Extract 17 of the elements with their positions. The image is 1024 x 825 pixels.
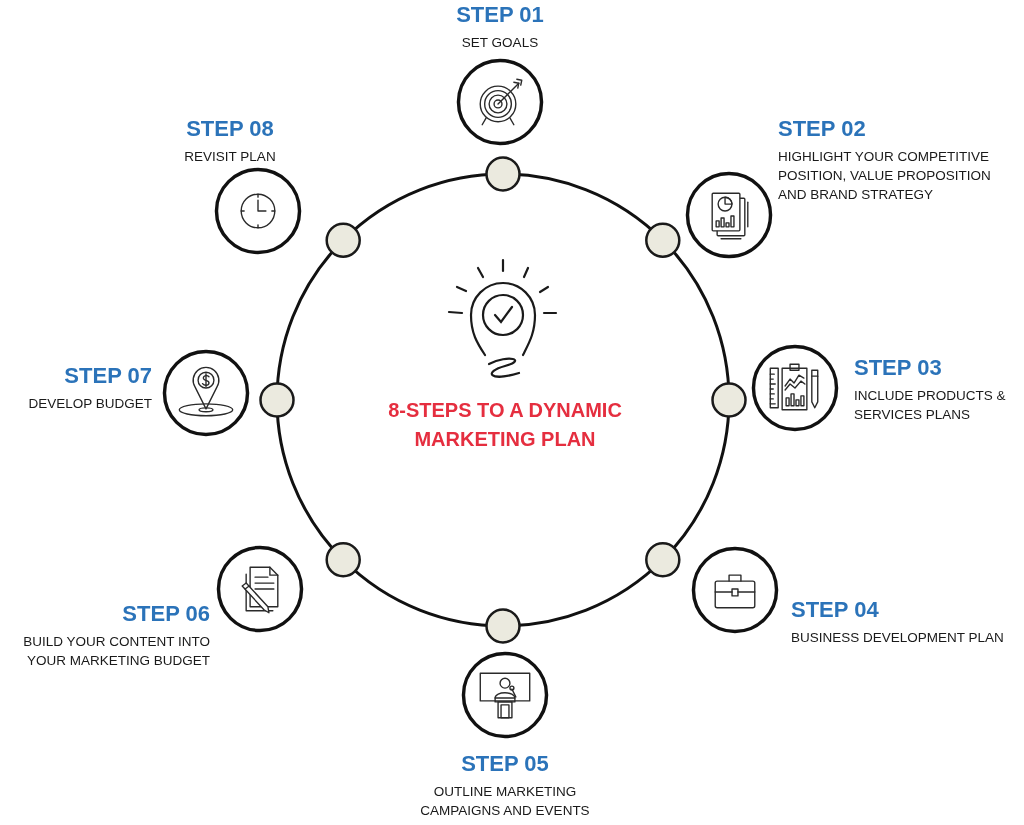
step-heading: STEP 02 [778, 116, 867, 142]
step-description: OUTLINE MARKETING CAMPAIGNS AND EVENTS [419, 783, 591, 820]
step-heading: STEP 07 [63, 363, 152, 389]
step-description: SET GOALS [460, 34, 540, 52]
step-heading: STEP 04 [791, 597, 880, 623]
step-heading: STEP 01 [455, 2, 545, 28]
step-heading: STEP 03 [854, 355, 943, 381]
step-heading: STEP 05 [460, 751, 550, 777]
step-description: INCLUDE PRODUCTS & SERVICES PLANS [854, 387, 1007, 424]
step-description: BUILD YOUR CONTENT INTO YOUR MARKETING BUDGET [22, 633, 210, 670]
step-heading: STEP 06 [121, 601, 210, 627]
step-description: HIGHLIGHT YOUR COMPETITIVE POSITION, VALUE PROPOSITION AND BRAND STRATEGY [778, 148, 992, 204]
step-heading: STEP 08 [185, 116, 275, 142]
step-description: BUSINESS DEVELOPMENT PLAN [791, 629, 1005, 647]
diagram-title: 8-STEPS TO A DYNAMIC MARKETING PLAN [387, 398, 623, 452]
step-description: DEVELOP BUDGET [27, 395, 152, 413]
step-description: REVISIT PLAN [183, 148, 277, 166]
